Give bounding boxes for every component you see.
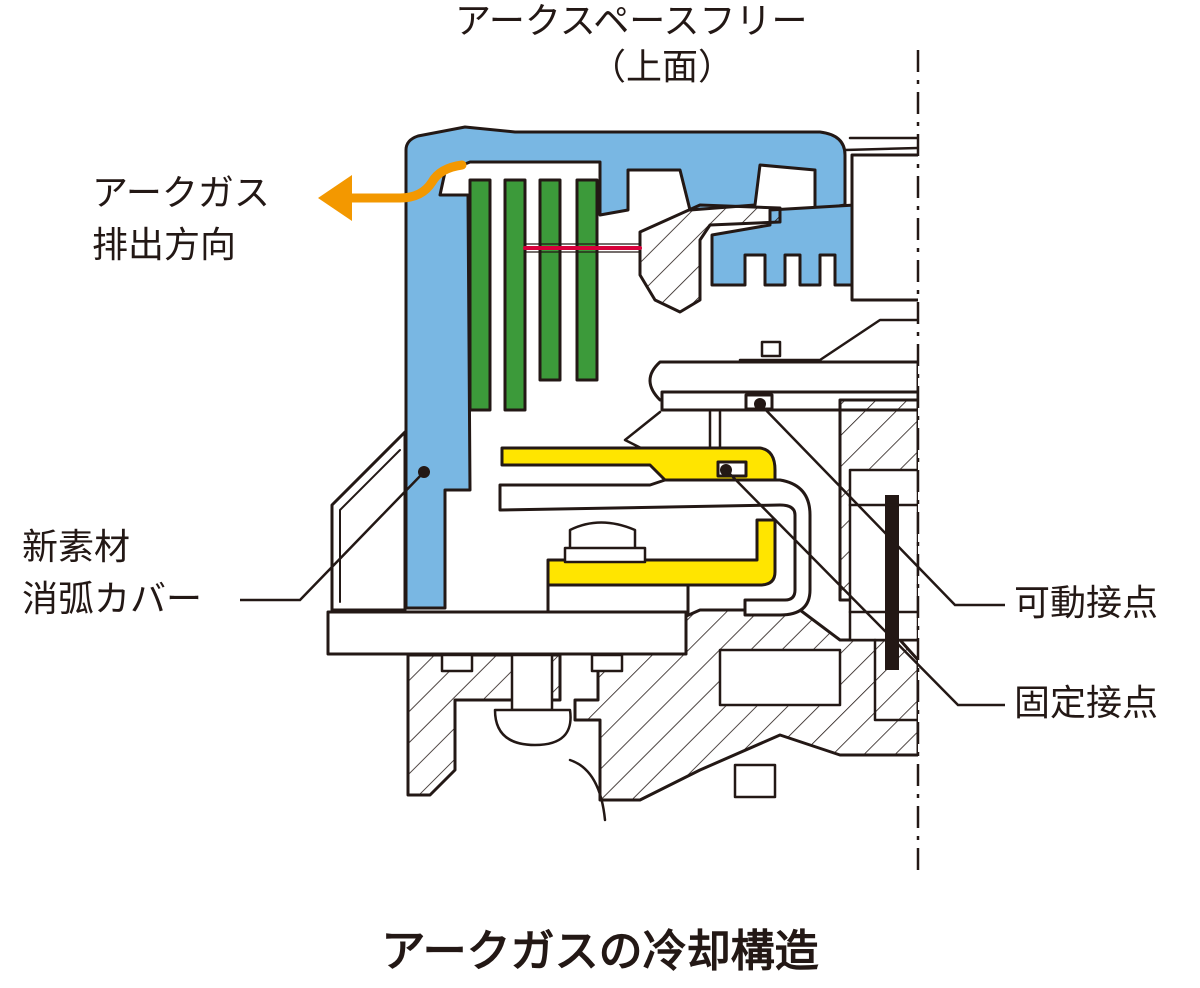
grid-plate-1 [468,178,492,412]
right-block [850,153,918,302]
cover-label-line2: 消弧カバー [22,579,203,620]
movable-leader-line [759,403,1005,607]
top-frame [843,146,918,152]
top-sub-label: （上面） [590,47,735,88]
screw-shaft [510,653,554,712]
exhaust-path [340,160,467,203]
base-plate [546,583,690,617]
exhaust-label-line1: アークガス [92,173,270,214]
exhaust-label-line2: 排出方向 [92,225,237,266]
hatched-conductor [638,203,782,314]
arc-cover-right [710,203,857,287]
rivet [568,521,637,552]
right-frame-lines [848,503,918,722]
diagram-caption: アークガスの冷却構造 [381,926,819,977]
bottom-plate [326,610,688,656]
nut-right [590,653,624,673]
fixed-contact-label: 固定接点 [1014,683,1159,724]
movable-contact-label: 可動接点 [1014,583,1159,624]
base-pocket [718,648,842,707]
grid-plate-3 [538,178,562,382]
fixed-white-bar [498,478,812,617]
cover-label-line1: 新素材 [22,527,131,568]
rivet-base [563,546,647,564]
arc-line-outline [524,243,641,253]
base-foot [733,763,777,799]
housing-left-inner [339,449,401,603]
grid-plate-2 [503,178,527,412]
exhaust-arrow-icon [318,175,352,221]
fixed-contact-yellow [500,446,777,482]
grid-plate-4 [575,178,599,382]
spring-leg [708,410,722,452]
base-lower-line [568,758,607,822]
top-title-label: アークスペースフリー [455,1,808,42]
nut-left [440,653,474,673]
cover-leader-line [240,471,425,602]
screw-head [493,708,572,747]
terminal-nub [760,340,782,358]
coil-bar [885,495,899,670]
fixed-leader-line [725,469,1005,707]
housing-left-wall [330,430,407,612]
fixed-yellow-u [546,518,777,587]
terminal-link [738,318,918,362]
